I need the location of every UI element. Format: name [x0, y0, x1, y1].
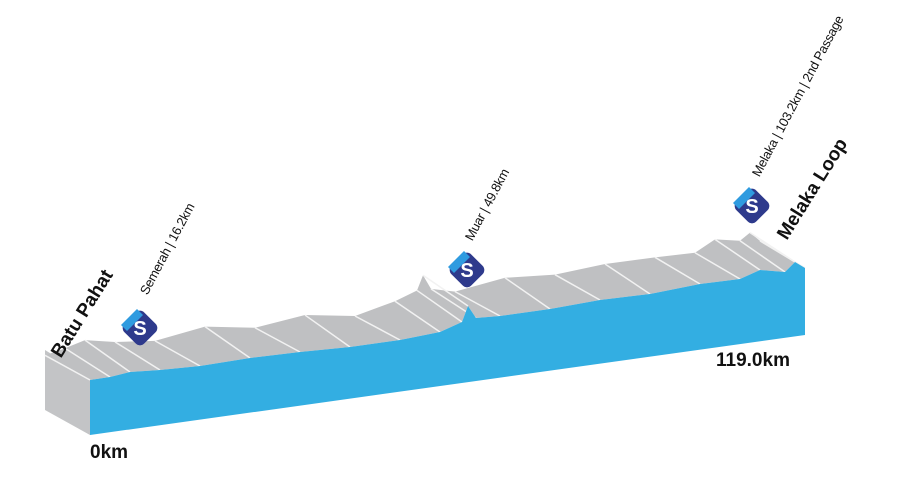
svg-text:S: S — [745, 196, 758, 218]
ridge-line — [759, 240, 806, 269]
sprint-icon: S — [448, 251, 485, 288]
ridge-line — [739, 240, 786, 273]
ridge-line — [694, 252, 741, 280]
profile-ridges — [44, 231, 806, 381]
ridge-line — [554, 274, 601, 301]
sprint-icon: S — [733, 187, 770, 224]
ridge-line — [714, 238, 761, 271]
ridge-line — [64, 347, 111, 378]
start-distance: 0km — [90, 442, 129, 463]
svg-text:S: S — [133, 318, 146, 340]
ridge-line — [454, 290, 501, 317]
ridge-line — [254, 327, 301, 353]
ridge-line — [422, 274, 469, 307]
ridge-line — [114, 341, 161, 371]
finish-distance: 119.0km — [716, 350, 790, 371]
ridge-line — [304, 314, 351, 348]
ridge-line — [354, 315, 401, 341]
profile-top-surface — [45, 232, 805, 380]
ridge-line — [204, 326, 251, 359]
ridge-line — [416, 289, 463, 323]
ridge-line — [504, 277, 551, 310]
svg-text:S: S — [460, 260, 473, 282]
ridge-line — [654, 256, 701, 285]
ridge-line — [154, 340, 201, 367]
ridge-line — [84, 339, 131, 373]
ridge-line — [44, 354, 91, 381]
ridge-line — [394, 300, 441, 333]
ridge-line — [604, 263, 651, 295]
sprint-icon: S — [121, 309, 158, 346]
profile-front-face — [90, 262, 805, 435]
